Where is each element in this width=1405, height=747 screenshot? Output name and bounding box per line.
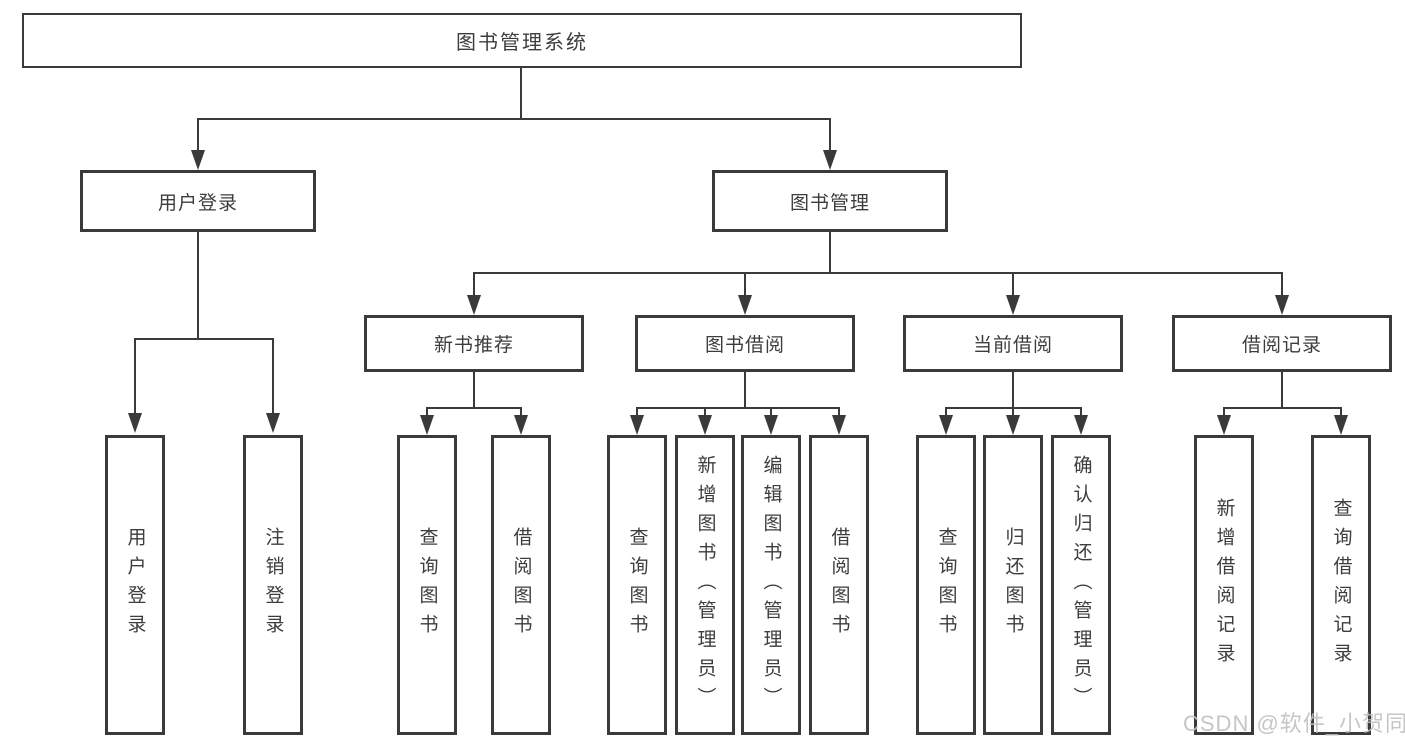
node-label: 编辑图书（管理员） — [760, 454, 782, 716]
node-label: 借阅记录 — [1241, 335, 1322, 356]
connector-records-drop — [1340, 407, 1342, 417]
node-label: 注销登录 — [262, 527, 284, 643]
connector-borrowing-drop — [636, 407, 638, 417]
node-label: 借阅图书 — [828, 527, 850, 643]
connector-bookmgmt-rail — [473, 272, 1283, 274]
node-leaf-add-book-admin: 新增图书（管理员） — [675, 435, 735, 735]
node-leaf-logout: 注销登录 — [243, 435, 303, 735]
node-label: 当前借阅 — [972, 335, 1053, 356]
node-borrowing-records: 借阅记录 — [1172, 315, 1392, 372]
node-label: 归还图书 — [1002, 527, 1024, 643]
connector-records-stem — [1281, 372, 1283, 408]
node-label: 确认归还（管理员） — [1070, 454, 1092, 716]
node-user-login: 用户登录 — [80, 170, 316, 232]
connector-bookmgmt-drop — [1012, 272, 1014, 297]
node-label: 查询图书 — [416, 527, 438, 643]
connector-root-drop-right — [829, 118, 831, 152]
connector-userlogin-drop — [272, 338, 274, 415]
connector-root-stem — [520, 68, 522, 118]
arrowhead-down-icon — [420, 415, 434, 435]
node-label: 查询借阅记录 — [1330, 498, 1352, 672]
connector-borrowing-stem — [744, 372, 746, 408]
node-label: 查询图书 — [626, 527, 648, 643]
node-leaf-borrow-books-recommend: 借阅图书 — [491, 435, 551, 735]
node-label: 图书管理系统 — [456, 32, 588, 54]
connector-root-drop-left — [197, 118, 199, 152]
node-leaf-user-login: 用户登录 — [105, 435, 165, 735]
arrowhead-down-icon — [698, 415, 712, 435]
connector-current-drop — [945, 407, 947, 417]
connector-newbook-rail — [426, 407, 522, 409]
node-leaf-borrow-books: 借阅图书 — [809, 435, 869, 735]
node-label: 用户登录 — [124, 527, 146, 643]
arrowhead-down-icon — [191, 150, 205, 170]
node-label: 新增图书（管理员） — [694, 454, 716, 716]
arrowhead-down-icon — [738, 295, 752, 315]
node-leaf-query-books-current: 查询图书 — [916, 435, 976, 735]
node-label: 查询图书 — [935, 527, 957, 643]
arrowhead-down-icon — [128, 413, 142, 433]
node-leaf-return-books: 归还图书 — [983, 435, 1043, 735]
connector-current-stem — [1012, 372, 1014, 408]
node-library-system: 图书管理系统 — [22, 13, 1022, 68]
node-leaf-query-books-recommend: 查询图书 — [397, 435, 457, 735]
arrowhead-down-icon — [1275, 295, 1289, 315]
arrowhead-down-icon — [1217, 415, 1231, 435]
node-label: 新书推荐 — [433, 335, 514, 356]
connector-records-drop — [1223, 407, 1225, 417]
arrowhead-down-icon — [832, 415, 846, 435]
connector-bookmgmt-drop — [744, 272, 746, 297]
connector-borrowing-drop — [704, 407, 706, 417]
arrowhead-down-icon — [1006, 415, 1020, 435]
connector-root-rail — [197, 118, 831, 120]
connector-borrowing-drop — [838, 407, 840, 417]
connector-current-drop — [1012, 407, 1014, 417]
node-book-borrowing: 图书借阅 — [635, 315, 855, 372]
node-label: 新增借阅记录 — [1213, 498, 1235, 672]
connector-newbook-stem — [473, 372, 475, 408]
connector-bookmgmt-drop — [473, 272, 475, 297]
node-label: 图书借阅 — [704, 335, 785, 356]
node-leaf-add-borrow-record: 新增借阅记录 — [1194, 435, 1254, 735]
node-label: 借阅图书 — [510, 527, 532, 643]
arrowhead-down-icon — [1074, 415, 1088, 435]
connector-newbook-drop — [426, 407, 428, 417]
arrowhead-down-icon — [514, 415, 528, 435]
node-label: 图书管理 — [789, 192, 870, 214]
node-new-book-recommend: 新书推荐 — [364, 315, 584, 372]
arrowhead-down-icon — [823, 150, 837, 170]
connector-userlogin-stem — [197, 232, 199, 338]
arrowhead-down-icon — [1006, 295, 1020, 315]
connector-borrowing-drop — [770, 407, 772, 417]
node-leaf-edit-book-admin: 编辑图书（管理员） — [741, 435, 801, 735]
node-book-management: 图书管理 — [712, 170, 948, 232]
connector-bookmgmt-stem — [829, 232, 831, 272]
connector-records-rail — [1223, 407, 1342, 409]
arrowhead-down-icon — [266, 413, 280, 433]
connector-userlogin-drop — [134, 338, 136, 415]
arrowhead-down-icon — [630, 415, 644, 435]
node-current-borrowing: 当前借阅 — [903, 315, 1123, 372]
connector-current-drop — [1080, 407, 1082, 417]
arrowhead-down-icon — [939, 415, 953, 435]
connector-newbook-drop — [520, 407, 522, 417]
node-leaf-confirm-return-admin: 确认归还（管理员） — [1051, 435, 1111, 735]
node-leaf-query-books-borrowing: 查询图书 — [607, 435, 667, 735]
node-leaf-query-borrow-record: 查询借阅记录 — [1311, 435, 1371, 735]
csdn-watermark: CSDN @软件_小贺同学 — [1183, 711, 1405, 736]
arrowhead-down-icon — [764, 415, 778, 435]
connector-userlogin-rail — [134, 338, 274, 340]
arrowhead-down-icon — [1334, 415, 1348, 435]
node-label: 用户登录 — [157, 192, 238, 214]
connector-borrowing-rail — [636, 407, 840, 409]
arrowhead-down-icon — [467, 295, 481, 315]
connector-bookmgmt-drop — [1281, 272, 1283, 297]
